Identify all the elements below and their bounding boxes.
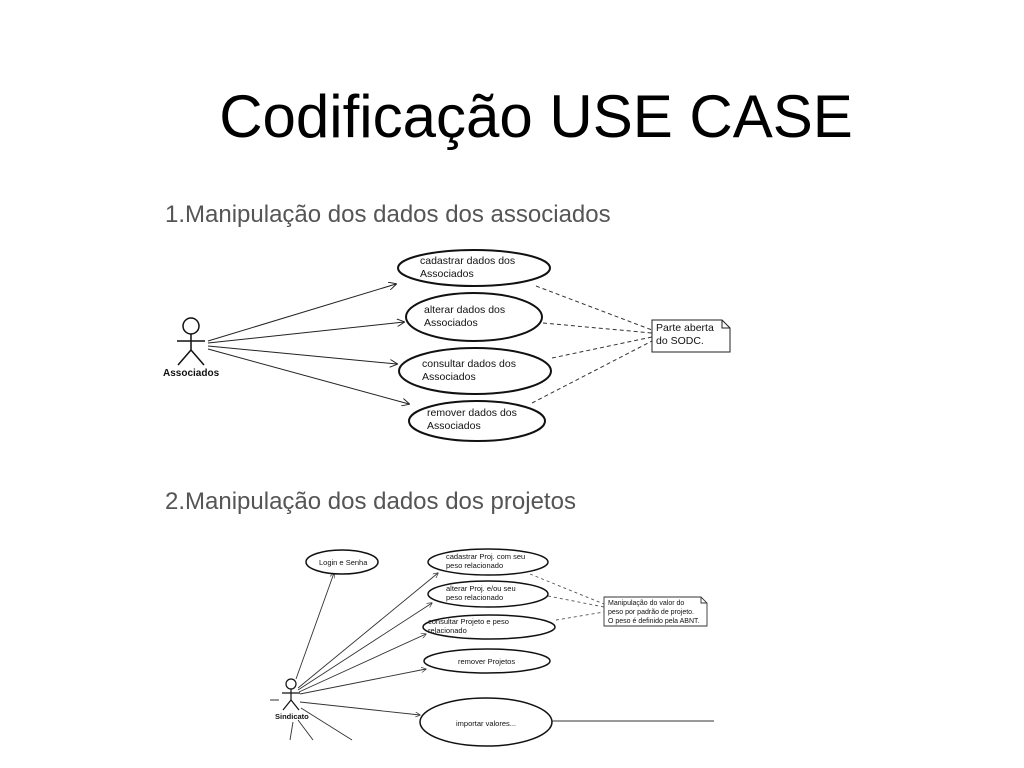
association-arrow: [297, 603, 432, 691]
svg-text:Manipulação do valor do: Manipulação do valor do peso por padrão …: [608, 600, 700, 625]
association-arrow: [297, 573, 438, 689]
association-arrow: [295, 573, 334, 680]
use-case-ellipse: [398, 347, 552, 395]
use-case-ellipse: [405, 292, 543, 342]
slide-title: Codificação USE CASE: [219, 83, 853, 150]
use-case-ellipse: [427, 548, 549, 576]
use-case-alterar-associados: alterar dados dos Associados: [424, 304, 508, 329]
section-heading-projetos: 2.Manipulação dos dados dos projetos: [165, 488, 576, 515]
actor-sindicato-icon: [282, 678, 300, 711]
use-case-ellipse: [423, 648, 551, 674]
use-case-consultar-associados: consultar dados dos Associados: [422, 358, 519, 383]
association-arrow: [207, 322, 404, 344]
association-line: [289, 721, 294, 741]
actor-associados-icon: [177, 317, 205, 366]
association-arrow: [207, 284, 396, 342]
association-arrow: [299, 701, 420, 715]
note-parte-aberta: Parte aberta do SODC.: [651, 319, 731, 353]
note-links-d2: [529, 573, 605, 621]
use-case-remover-projetos: remover Projetos: [458, 657, 515, 666]
use-case-cadastrar-associados: cadastrar dados dos Associados: [420, 255, 518, 280]
use-case-ellipse: [408, 400, 546, 442]
use-case-ellipse: [419, 697, 553, 747]
use-case-importar-valores: importar valores...: [456, 719, 516, 728]
diagram-associados: Associados cadastrar dados dos Associado…: [163, 249, 731, 442]
svg-text:Parte aberta do SODC.: Parte aberta do SODC.: [656, 322, 717, 347]
use-case-ellipse: [427, 580, 549, 608]
associations-d1: [207, 284, 409, 404]
diagram-projetos: Sindicato Login e Senha cadastrar Proj. …: [270, 548, 714, 747]
section-heading-associados: 1.Manipulação dos dados dos associados: [165, 201, 611, 228]
note-manipulacao-peso: Manipulação do valor do peso por padrão …: [603, 596, 708, 627]
note-links-d1: [531, 285, 653, 404]
use-case-ellipse: [397, 249, 551, 287]
association-arrow: [207, 348, 409, 404]
use-case-ellipse: [422, 614, 556, 640]
use-case-cadastrar-projeto: cadastrar Proj. com seu peso relacionado: [446, 552, 527, 570]
association-arrow: [299, 669, 426, 695]
use-case-login-senha: Login e Senha: [319, 558, 368, 567]
use-case-alterar-projeto: alterar Proj. e/ou seu peso relacionado: [446, 584, 518, 602]
association-arrow: [298, 634, 426, 693]
association-arrow: [207, 345, 397, 364]
association-line: [300, 707, 353, 741]
actor-sindicato-label: Sindicato: [275, 712, 309, 721]
use-case-remover-associados: remover dados dos Associados: [427, 407, 520, 432]
actor-associados-label: Associados: [163, 368, 220, 379]
association-line: [297, 719, 314, 741]
use-case-ellipse: [305, 549, 379, 575]
use-case-consultar-projeto: consultar Projeto e peso relacionado: [428, 617, 511, 635]
associations-d2: [289, 573, 438, 741]
